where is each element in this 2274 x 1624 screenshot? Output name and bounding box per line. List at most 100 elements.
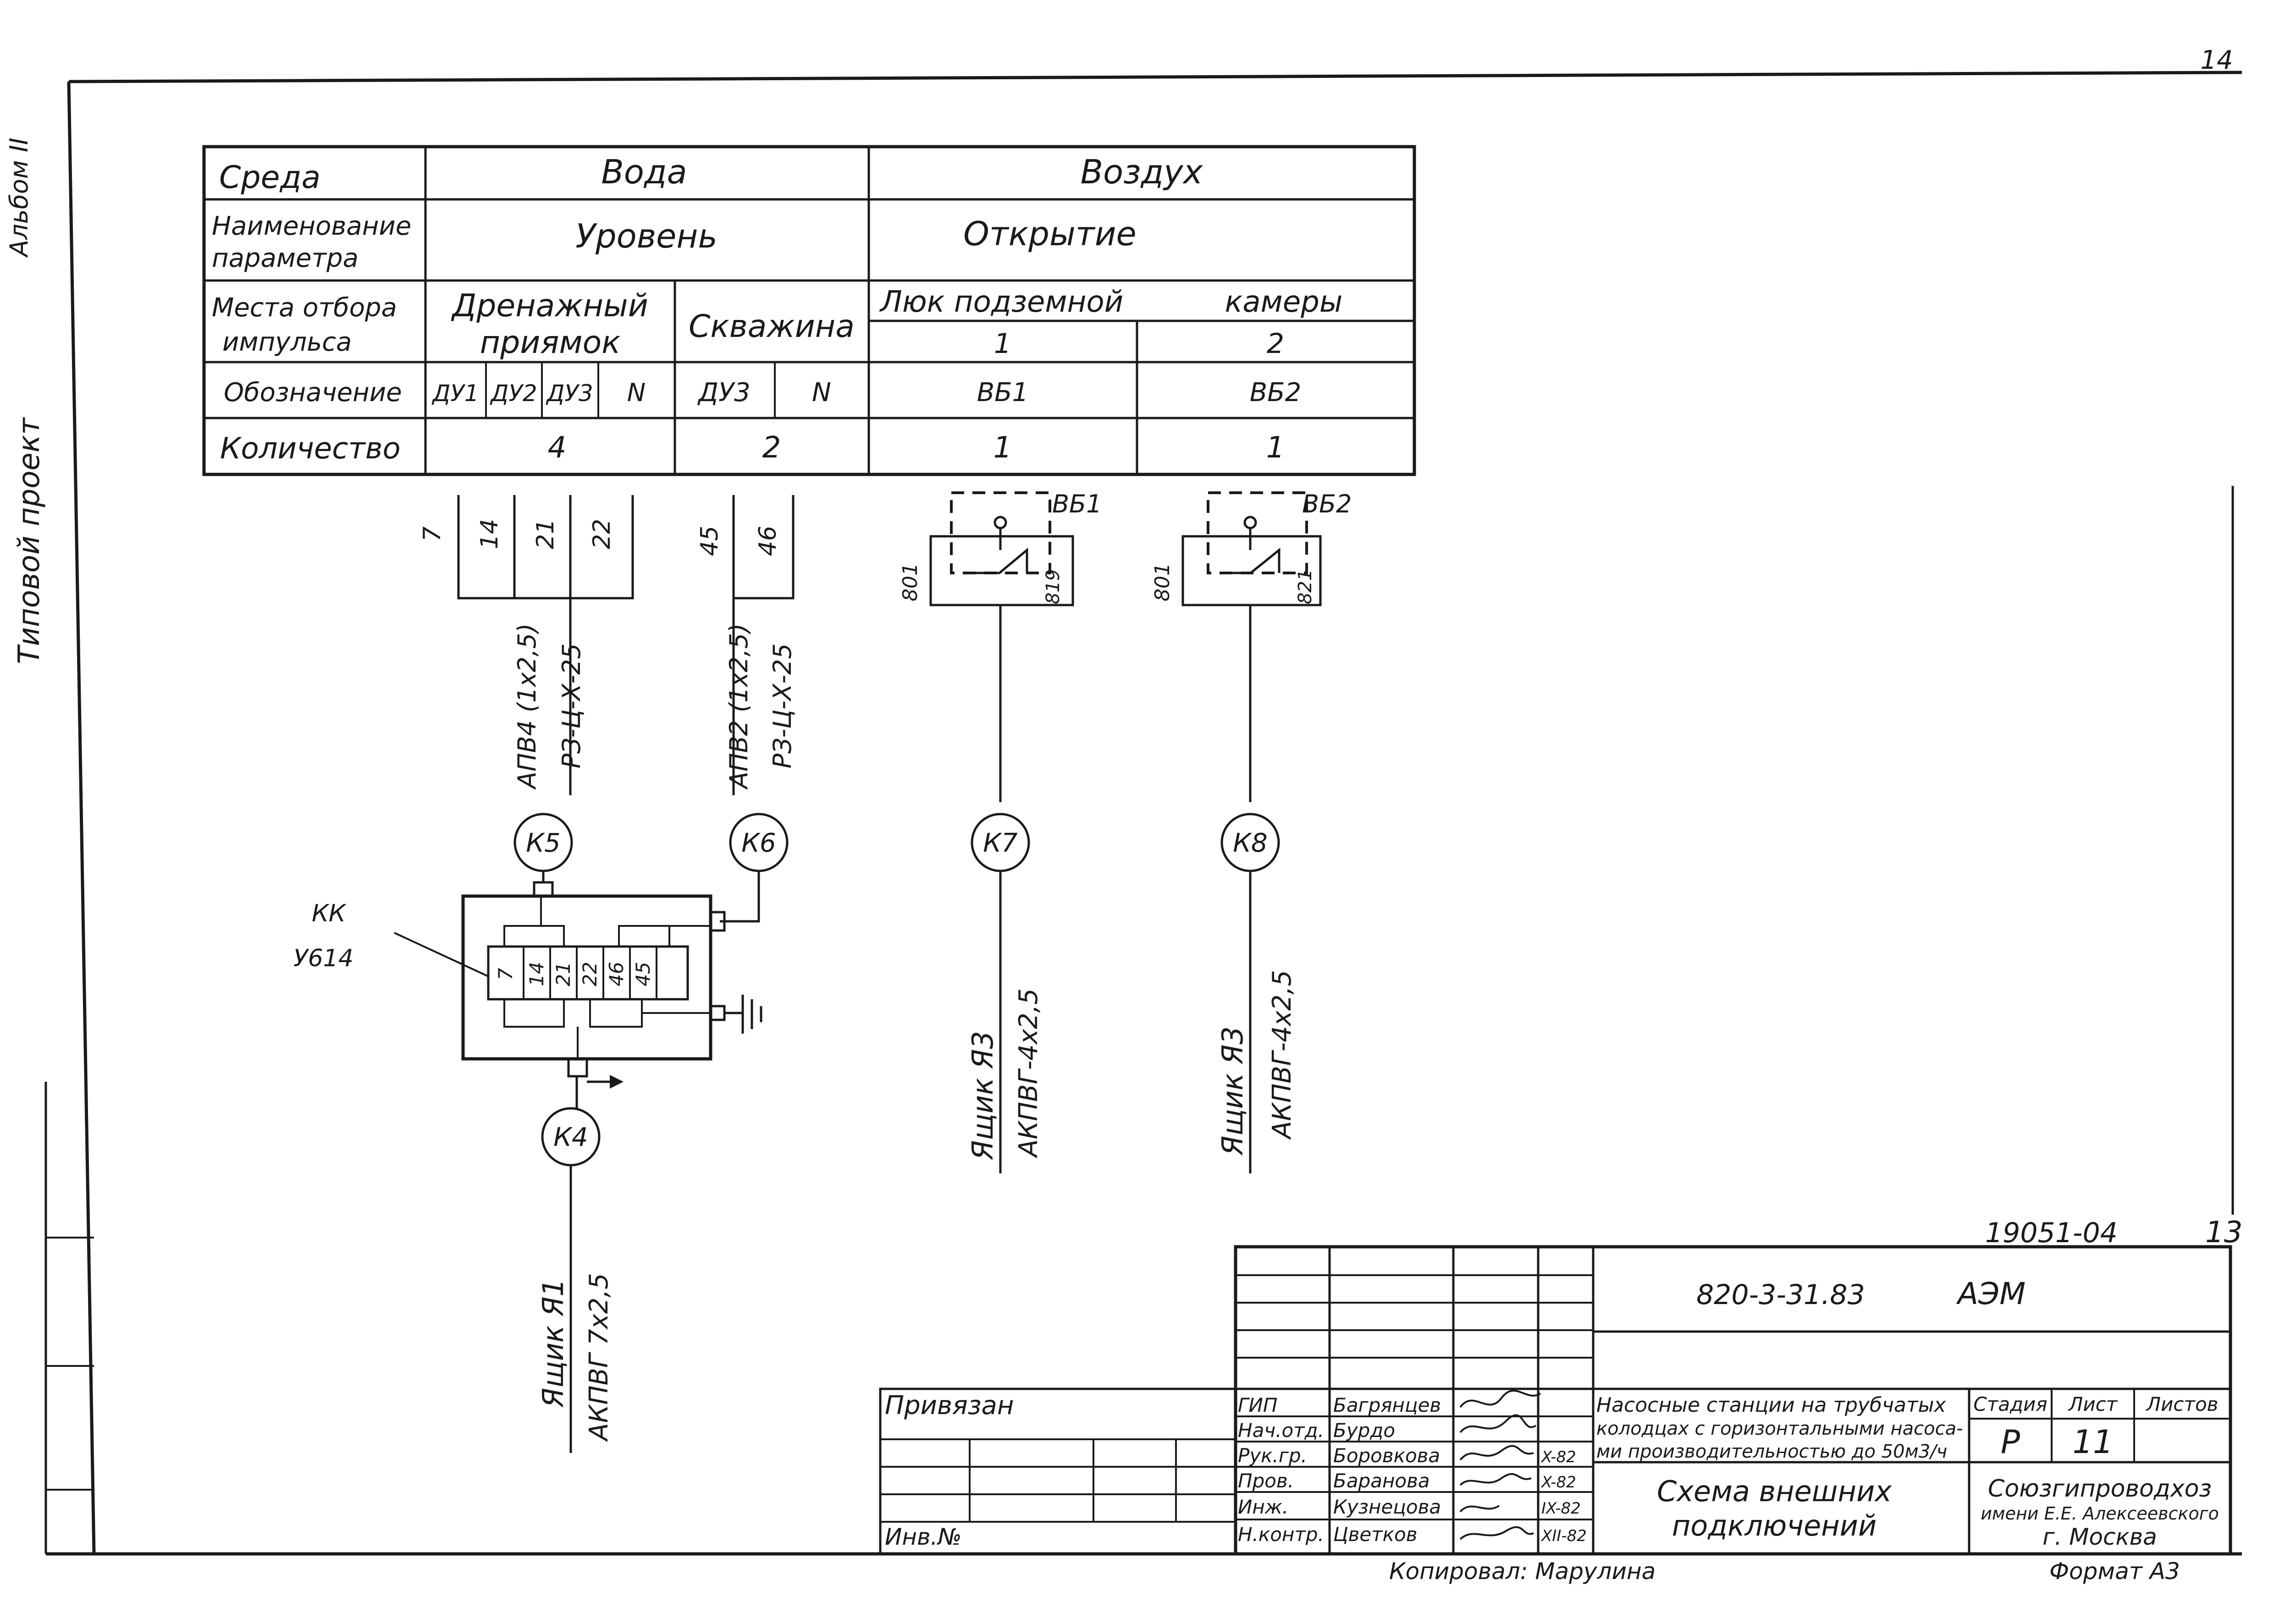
left-margin-project: Типовой проект [12, 417, 46, 664]
name-4: Баранова [1333, 1470, 1430, 1492]
switch-vb1-right: 819 [1043, 569, 1064, 604]
row-label-quantity: Количество [220, 432, 401, 466]
row-label-place-1: Места отбора [212, 293, 397, 323]
copied-by: Копировал: Марулина [1389, 1558, 1656, 1585]
role-4: Пров. [1238, 1470, 1294, 1492]
terminal-a-7: 7 [419, 526, 446, 541]
cable-k5-label-2: РЗ-Ц-Х-25 [557, 643, 586, 768]
sheet-title-1: Схема внешних [1657, 1475, 1892, 1508]
switch-vb1-label: ВБ1 [1052, 490, 1102, 518]
switch-vb1-left: 801 [899, 563, 922, 601]
row-label-designation: Обозначение [224, 378, 402, 407]
node-k5-label: К5 [526, 828, 560, 858]
output-arrow [575, 1075, 624, 1109]
cell-param-level: Уровень [575, 217, 718, 255]
cell-hatch-num-2: 2 [1267, 328, 1284, 360]
cell-designation-7: ВБ1 [977, 378, 1028, 407]
switch-vb2-label: ВБ2 [1302, 490, 1352, 518]
cell-place-drain-1: Дренажный [451, 288, 648, 324]
cell-quantity-2: 2 [762, 431, 781, 465]
date-6: XII-82 [1540, 1527, 1587, 1545]
node-k7-label: К7 [983, 828, 1018, 858]
cell-designation-8: ВБ2 [1250, 378, 1301, 407]
cell-designation-2: ДУ2 [490, 380, 537, 407]
k7-cable-label-2: АКПВГ-4х2,5 [1014, 988, 1043, 1158]
date-3: X-82 [1540, 1448, 1576, 1466]
switch-vb2-left: 801 [1151, 563, 1174, 601]
parameters-table [202, 145, 1416, 476]
cell-place-well: Скважина [689, 308, 855, 345]
ground-symbol [724, 995, 762, 1034]
cell-hatch-num-1: 1 [994, 328, 1011, 360]
project-title-2: колодцах с горизонтальными насоса- [1596, 1418, 1963, 1439]
section-code: АЭМ [1956, 1276, 2026, 1311]
cell-place-drain-2: приямок [480, 325, 621, 361]
switch-vb2-right: 821 [1295, 569, 1316, 604]
doc-number: 19051-04 [1985, 1217, 2118, 1249]
box-terminal-3: 21 [552, 962, 574, 986]
role-1: ГИП [1238, 1394, 1277, 1416]
doc-page: 13 [2205, 1216, 2242, 1250]
project-title-1: Насосные станции на трубчатых [1596, 1393, 1946, 1417]
terminal-a-21: 21 [532, 519, 559, 549]
switch-vb2 [1181, 491, 1322, 802]
cell-designation-3: ДУ3 [546, 380, 593, 407]
stage-value: Р [2001, 1423, 2020, 1461]
node-k8-label: К8 [1233, 828, 1267, 858]
project-code: 820-3-31.83 [1696, 1279, 1865, 1311]
cable-k6-label-2: РЗ-Ц-Х-25 [768, 643, 797, 768]
terminal-a-14: 14 [476, 519, 503, 549]
switch-vb1 [929, 491, 1074, 802]
terminal-b-45: 45 [696, 526, 723, 556]
box-label-2: У614 [293, 945, 353, 972]
org-name-3: г. Москва [2042, 1524, 2157, 1550]
node-k6-label: К6 [741, 828, 776, 858]
title-block [879, 1245, 2232, 1556]
cell-designation-4: N [627, 378, 646, 407]
cell-place-hatch-1: Люк подземной [879, 285, 1124, 319]
role-5: Инж. [1238, 1496, 1288, 1518]
sheet-title-2: подключений [1672, 1509, 1877, 1542]
name-6: Цветков [1333, 1523, 1417, 1546]
inv-label: Инв.№ [885, 1524, 961, 1550]
node-k4-label: К4 [553, 1123, 588, 1152]
sheet-value: 11 [2072, 1423, 2113, 1461]
name-1: Багрянцев [1333, 1394, 1441, 1416]
date-4: X-82 [1540, 1473, 1576, 1492]
row-label-param-1: Наименование [212, 211, 411, 241]
row-label-param-2: параметра [212, 243, 359, 273]
box-terminal-2: 14 [525, 962, 548, 986]
bound-label: Привязан [885, 1391, 1014, 1420]
name-2: Бурдо [1333, 1419, 1395, 1442]
sheet-label: Лист [2068, 1393, 2118, 1415]
cable-k6-label-1: АПВ2 (1х2,5) [724, 623, 753, 790]
k6-wire [720, 871, 760, 923]
junction-box [394, 881, 726, 1078]
k4-cable-label-2: АКПВГ 7х2,5 [584, 1273, 614, 1442]
cell-medium-water: Вода [601, 153, 687, 191]
cell-quantity-3: 1 [993, 431, 1012, 465]
row-label-medium: Среда [219, 160, 320, 196]
cable-k5-label-1: АПВ4 (1х2,5) [513, 623, 541, 790]
cell-param-opening: Открытие [963, 215, 1137, 253]
sheets-label: Листов [2146, 1393, 2219, 1415]
k8-cable-label-2: АКПВГ-4х2,5 [1267, 970, 1297, 1140]
org-name-2: имени Е.Е. Алексеевского [1981, 1503, 2219, 1524]
cell-designation-5: ДУ3 [697, 378, 751, 407]
k4-cable-label-1: Ящик Я1 [536, 1278, 570, 1408]
sheet-corner-number: 14 [2200, 45, 2233, 75]
cell-designation-6: N [812, 378, 831, 407]
stage-label: Стадия [1973, 1393, 2047, 1415]
terminal-group-b [732, 495, 795, 795]
box-terminal-4: 22 [579, 962, 601, 986]
role-2: Нач.отд. [1238, 1419, 1324, 1442]
box-terminal-1: 7 [494, 968, 517, 980]
date-5: IX-82 [1541, 1499, 1581, 1518]
box-terminal-5: 46 [605, 962, 628, 986]
box-terminal-6: 45 [632, 962, 654, 986]
row-label-place-2: импульса [222, 327, 352, 357]
name-5: Кузнецова [1333, 1496, 1441, 1518]
terminal-group-a [457, 495, 634, 795]
terminal-b-46: 46 [754, 526, 782, 556]
